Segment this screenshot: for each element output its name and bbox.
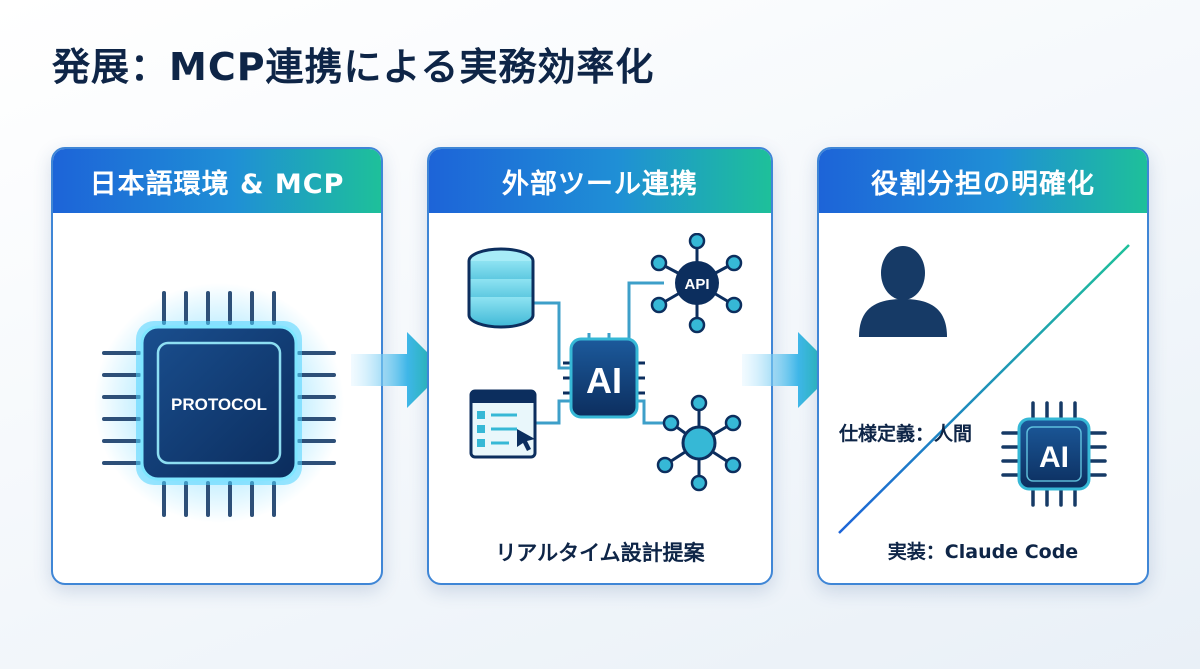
panel-external-tools: 外部ツール連携 <box>427 147 773 585</box>
panel-role-division: 役割分担の明確化 仕様定義：人間 <box>817 147 1149 585</box>
ai-chip-label: AI <box>1039 441 1069 474</box>
flow-arrow-icon <box>351 332 445 408</box>
panel-body: 仕様定義：人間 AI 実装：Claude <box>819 213 1147 583</box>
protocol-chip-icon: PROTOCOL <box>94 283 344 523</box>
ai-hub-chip-icon: AI <box>563 337 645 419</box>
hub-label: AI <box>586 360 622 401</box>
api-network-icon: API <box>650 233 743 334</box>
panel-caption: リアルタイム設計提案 <box>495 541 705 565</box>
browser-window-icon <box>469 389 537 459</box>
database-icon <box>467 247 535 329</box>
tool-network-diagram: API AI <box>467 233 743 492</box>
human-caption: 仕様定義：人間 <box>839 423 973 445</box>
diagonal-divider <box>838 244 1130 534</box>
ai-caption: 実装：Claude Code <box>887 541 1079 563</box>
api-label: API <box>684 276 709 293</box>
panel-body: PROTOCOL <box>53 213 381 583</box>
ai-chip-icon: AI <box>1001 401 1107 507</box>
flow-arrow-icon <box>742 332 836 408</box>
panel-header: 日本語環境 & MCP <box>53 149 381 213</box>
page-title: 発展：MCP連携による実務効率化 <box>52 45 655 89</box>
chip-label: PROTOCOL <box>171 395 267 414</box>
person-icon <box>859 246 947 337</box>
panel-japanese-env-mcp: 日本語環境 & MCP <box>51 147 383 585</box>
network-node-icon <box>656 394 742 492</box>
panel-header: 外部ツール連携 <box>429 149 771 213</box>
panel-body: API AI <box>429 213 771 583</box>
panel-header: 役割分担の明確化 <box>819 149 1147 213</box>
